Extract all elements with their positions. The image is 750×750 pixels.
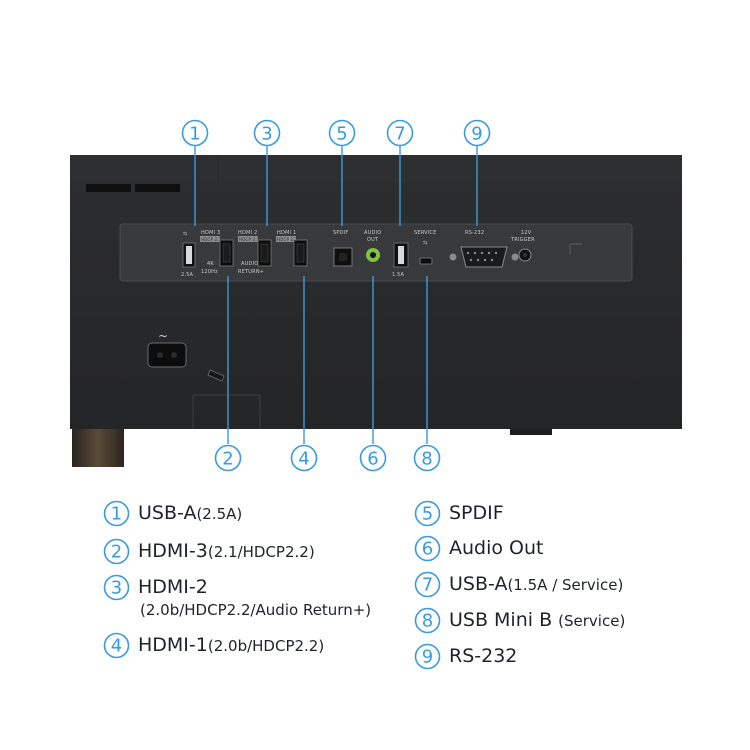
number-8-icon: 8 [414,607,441,634]
callout-8: 8 [413,276,441,472]
svg-text:⇆: ⇆ [183,231,187,237]
svg-text:3: 3 [261,124,272,145]
svg-text:9: 9 [471,124,482,145]
legend-item-usb-a-right: 7 USB-A(1.5A / Service) [414,571,623,598]
legend-label: USB Mini B (Service) [449,609,626,631]
legend-item-hdmi-1: 4 HDMI-1(2.0b/HDCP2.2) [103,632,324,659]
svg-text:12V: 12V [521,230,532,236]
callout-7: 7 [386,119,414,226]
legend-label: RS-232 [449,645,518,667]
svg-text:1: 1 [111,504,122,525]
svg-text:4: 4 [111,636,122,657]
svg-text:4K: 4K [207,261,214,267]
svg-text:AUDIO: AUDIO [364,230,381,236]
svg-text:3: 3 [111,578,122,599]
legend-item-audio-out: 6 Audio Out [414,535,544,562]
svg-text:6: 6 [422,539,433,560]
projector-rear-panel-illustration: ⇆ 2.5A HDMI 3 HDCP 2.2 4K 120Hz HDMI 2 H… [70,119,682,472]
svg-text:HDMI 2: HDMI 2 [238,230,257,236]
usb-a-port-right: SERVICE 1.5A [392,230,436,278]
svg-text:7: 7 [422,575,433,596]
svg-text:2: 2 [222,449,233,470]
vent-slot [86,184,131,192]
svg-text:⇆: ⇆ [423,240,427,246]
number-9-icon: 9 [414,643,441,670]
svg-text:RETURN+: RETURN+ [238,269,264,275]
spdif-port: SPDIF [333,230,353,267]
usb-mini-b-port: ⇆ [419,240,433,265]
legend-label: USB-A(1.5A / Service) [449,573,624,595]
legend-label: HDMI-2 (2.0b/HDCP2.2/Audio Return+) [138,576,372,619]
svg-text:9: 9 [422,647,433,668]
svg-text:2.5A: 2.5A [181,272,194,278]
callout-5: 5 [328,119,356,226]
projector-body [70,155,682,429]
svg-text:SERVICE: SERVICE [414,230,436,236]
callout-6: 6 [359,276,387,472]
svg-text:4: 4 [298,449,309,470]
callout-4: 4 [290,276,318,472]
svg-text:1: 1 [189,124,200,145]
trigger-port: 12V TRIGGER [510,230,535,262]
legend-item-usb-mini-b: 8 USB Mini B (Service) [414,607,625,634]
hdmi-3-port: HDMI 3 HDCP 2.2 4K 120Hz [200,230,234,275]
svg-text:8: 8 [422,611,433,632]
hdmi-2-port: HDMI 2 HDCP 2.2 AUDIO RETURN+ [238,230,272,275]
svg-text:HDMI 3: HDMI 3 [201,230,220,236]
audio-out-port: AUDIO OUT [364,230,381,262]
svg-text:OUT: OUT [367,237,379,243]
number-4-icon: 4 [103,632,130,659]
callout-2: 2 [214,276,242,472]
number-5-icon: 5 [414,500,441,527]
security-lock-slot [207,369,225,382]
svg-text:2: 2 [111,542,122,563]
svg-text:TRIGGER: TRIGGER [510,237,535,243]
callout-9: 9 [463,119,491,226]
power-inlet: ~ [147,329,187,368]
callout-1: 1 [181,119,209,226]
svg-text:HDCP 2.2: HDCP 2.2 [239,237,260,242]
legend-label: USB-A(2.5A) [138,502,243,524]
vent-slot [135,184,180,192]
legend-item-hdmi-2: 3 HDMI-2 (2.0b/HDCP2.2/Audio Return+) [103,574,371,620]
number-1-icon: 1 [103,500,130,527]
svg-text:HDMI 1: HDMI 1 [277,230,296,236]
svg-text:120Hz: 120Hz [201,269,218,275]
svg-text:HDCP 2.2: HDCP 2.2 [201,237,222,242]
projector-foot-right [510,429,552,435]
callout-3: 3 [253,119,281,226]
legend-item-rs232: 9 RS-232 [414,643,517,670]
number-6-icon: 6 [414,535,441,562]
svg-text:HDCP 2.2: HDCP 2.2 [277,237,298,242]
svg-text:RS-232: RS-232 [465,230,484,236]
svg-text:AUDIO: AUDIO [241,261,258,267]
legend-label: HDMI-3(2.1/HDCP2.2) [138,540,315,562]
svg-text:5: 5 [422,504,433,525]
legend-label: Audio Out [449,537,544,559]
svg-text:6: 6 [367,449,378,470]
svg-text:8: 8 [421,449,432,470]
svg-text:5: 5 [336,124,347,145]
rs232-port: RS-232 [449,230,519,268]
number-7-icon: 7 [414,571,441,598]
legend-label: SPDIF [449,502,504,524]
legend-label: HDMI-1(2.0b/HDCP2.2) [138,634,325,656]
legend-item-usb-a-left: 1 USB-A(2.5A) [103,500,242,527]
legend-item-spdif: 5 SPDIF [414,500,504,527]
number-2-icon: 2 [103,538,130,565]
svg-text:SPDIF: SPDIF [333,230,348,236]
hdmi-1-port: HDMI 1 HDCP 2.2 [276,230,308,267]
usb-a-port-left: ⇆ 2.5A [181,231,196,278]
svg-text:~: ~ [158,329,168,343]
legend-item-hdmi-3: 2 HDMI-3(2.1/HDCP2.2) [103,538,315,565]
number-3-icon: 3 [103,574,130,601]
svg-text:1.5A: 1.5A [392,272,405,278]
projector-foot-left [72,429,124,467]
svg-text:7: 7 [394,124,405,145]
